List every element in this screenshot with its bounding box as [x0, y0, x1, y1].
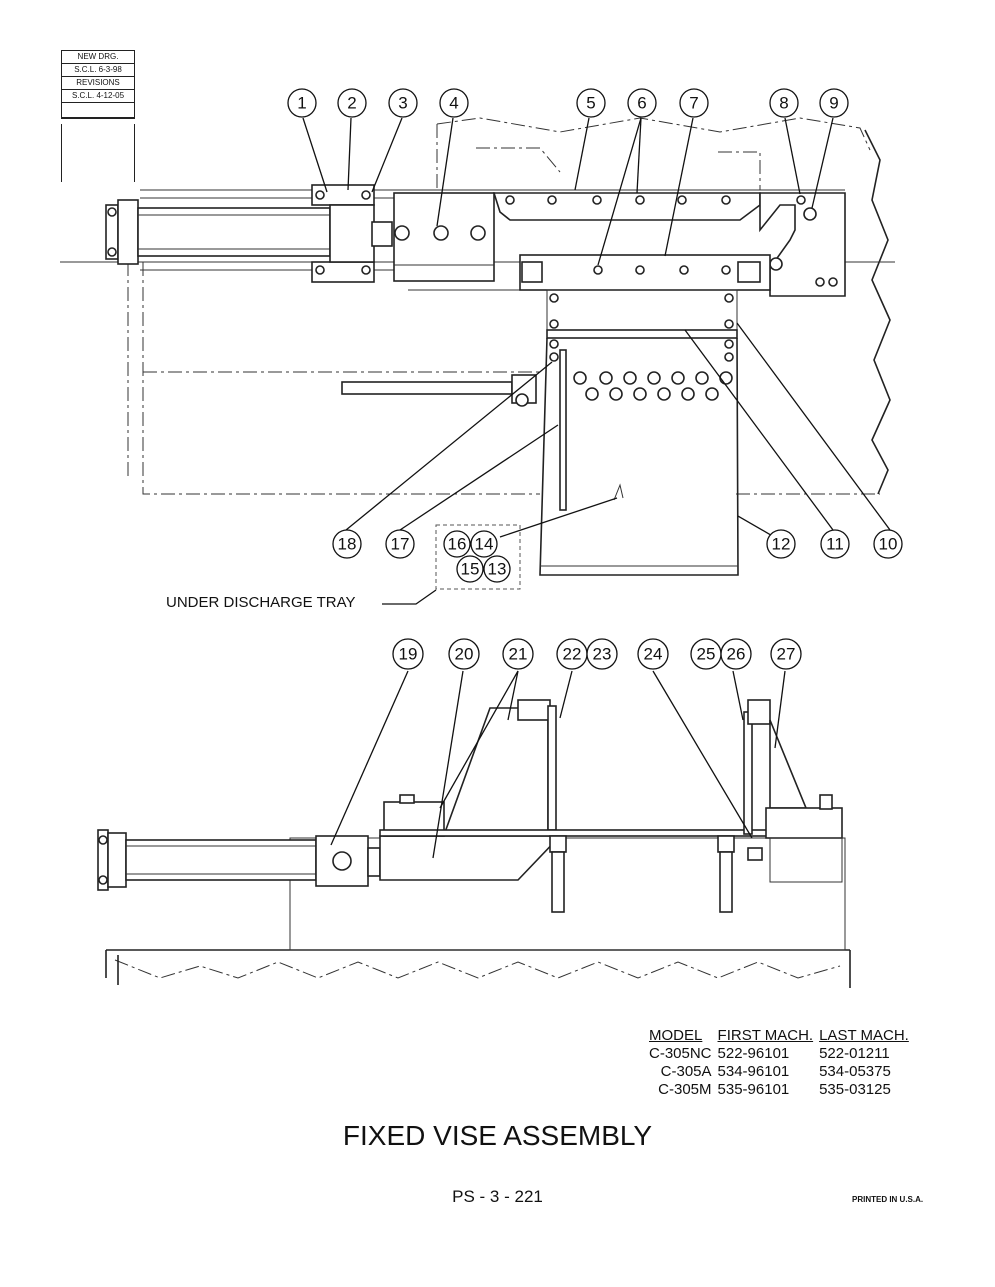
balloon-23: 23	[586, 638, 618, 670]
balloon-22: 22	[556, 638, 588, 670]
balloon-label: 8	[779, 94, 788, 113]
balloon-label: 7	[689, 94, 698, 113]
under-discharge-tray-label: UNDER DISCHARGE TRAY	[166, 594, 356, 611]
balloon-10: 10	[873, 529, 903, 559]
balloon-label: 6	[637, 94, 646, 113]
balloon-17: 17	[385, 529, 415, 559]
balloon-2: 2	[337, 88, 367, 118]
last-mach-cell: 534-05375	[819, 1063, 891, 1080]
revision-blank-row	[62, 103, 134, 118]
balloon-16: 16	[443, 530, 471, 558]
balloon-26: 26	[720, 638, 752, 670]
balloon-3: 3	[388, 88, 418, 118]
balloon-5: 5	[576, 88, 606, 118]
balloon-11: 11	[820, 529, 850, 559]
balloon-label: 4	[449, 94, 458, 113]
model-cell: C-305A	[660, 1063, 712, 1080]
revision-date-2: S.C.L. 4-12-05	[62, 90, 134, 103]
balloon-21: 21	[502, 638, 534, 670]
model-cell: C-305M	[658, 1081, 712, 1098]
first-mach-cell: 534-96101	[717, 1063, 790, 1080]
table-row: C-305NC 522-96101 522-01211	[646, 1045, 912, 1063]
table-row: C-305A 534-96101 534-05375	[646, 1063, 912, 1081]
balloon-label: 13	[488, 560, 507, 579]
balloon-14: 14	[470, 530, 498, 558]
balloon-9: 9	[819, 88, 849, 118]
balloon-19: 19	[392, 638, 424, 670]
balloon-12: 12	[766, 529, 796, 559]
table-row: C-305M 535-96101 535-03125	[646, 1081, 912, 1099]
revision-new-drawing: NEW DRG.	[62, 51, 134, 64]
header-first-mach: FIRST MACH.	[717, 1027, 814, 1044]
balloon-27: 27	[770, 638, 802, 670]
balloon-1: 1	[287, 88, 317, 118]
balloon-label: 27	[777, 645, 796, 664]
balloon-label: 26	[727, 645, 746, 664]
balloon-7: 7	[679, 88, 709, 118]
balloon-8: 8	[769, 88, 799, 118]
balloon-label: 15	[461, 560, 480, 579]
balloon-label: 10	[879, 535, 898, 554]
revision-block: NEW DRG. S.C.L. 6-3-98 REVISIONS S.C.L. …	[61, 50, 135, 119]
balloon-label: 18	[338, 535, 357, 554]
balloon-24: 24	[637, 638, 669, 670]
balloon-label: 20	[455, 645, 474, 664]
revision-heading: REVISIONS	[62, 77, 134, 90]
balloon-label: 12	[772, 535, 791, 554]
balloon-13: 13	[483, 555, 511, 583]
side-leaders	[330, 670, 786, 859]
balloon-label: 22	[563, 645, 582, 664]
page-number: PS - 3 - 221	[452, 1187, 543, 1206]
header-last-mach: LAST MACH.	[819, 1027, 909, 1044]
balloon-25: 25	[690, 638, 722, 670]
model-table-header: MODEL FIRST MACH. LAST MACH.	[646, 1027, 912, 1045]
first-mach-cell: 535-96101	[717, 1081, 790, 1098]
revision-date-1: S.C.L. 6-3-98	[62, 64, 134, 77]
last-mach-cell: 535-03125	[819, 1081, 891, 1098]
balloon-18: 18	[332, 529, 362, 559]
balloon-label: 3	[398, 94, 407, 113]
model-table: MODEL FIRST MACH. LAST MACH. C-305NC 522…	[646, 1027, 912, 1099]
model-cell: C-305NC	[649, 1045, 712, 1062]
balloon-label: 5	[586, 94, 595, 113]
last-mach-cell: 522-01211	[819, 1045, 890, 1062]
top-leaders	[302, 117, 891, 605]
revision-block-tail	[61, 124, 135, 182]
balloon-label: 2	[347, 94, 356, 113]
balloon-label: 24	[644, 645, 663, 664]
first-mach-cell: 522-96101	[717, 1045, 790, 1062]
balloon-label: 14	[475, 535, 494, 554]
balloon-label: 9	[829, 94, 838, 113]
balloon-4: 4	[439, 88, 469, 118]
balloon-6: 6	[627, 88, 657, 118]
balloon-label: 21	[509, 645, 528, 664]
drawing-title: FIXED VISE ASSEMBLY	[342, 1120, 653, 1151]
balloon-label: 16	[448, 535, 467, 554]
balloon-label: 17	[391, 535, 410, 554]
balloon-20: 20	[448, 638, 480, 670]
balloon-label: 1	[297, 94, 306, 113]
balloon-15: 15	[456, 555, 484, 583]
balloon-label: 25	[697, 645, 716, 664]
side-view	[97, 699, 851, 988]
balloon-label: 19	[399, 645, 418, 664]
header-model: MODEL	[649, 1027, 703, 1044]
balloon-label: 23	[593, 645, 612, 664]
printed-in-usa: PRINTED IN U.S.A.	[852, 1195, 924, 1204]
top-view	[60, 117, 895, 576]
balloon-label: 11	[826, 535, 844, 554]
